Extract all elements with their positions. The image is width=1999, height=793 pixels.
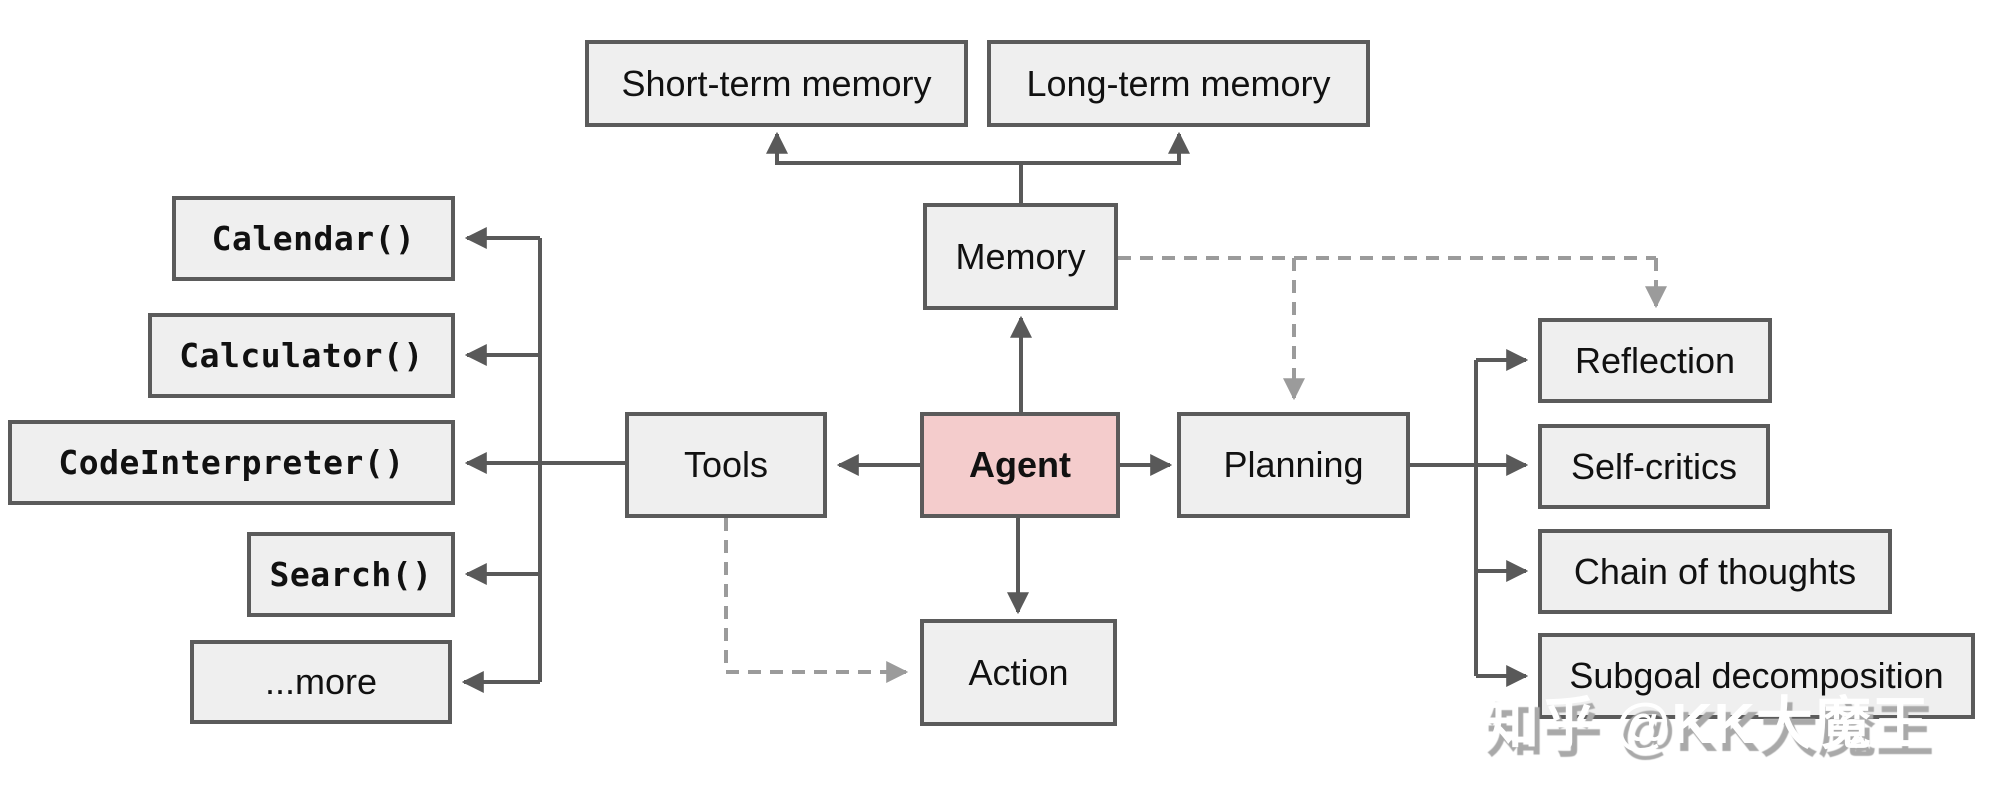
zhihu-watermark: 知乎 @KK大魔王	[1482, 692, 1930, 756]
node-planning: Planning	[1177, 412, 1410, 518]
node-tools-label: Tools	[683, 444, 769, 485]
node-calculator-label: Calculator()	[179, 336, 424, 375]
node-agent-label: Agent	[969, 444, 1071, 485]
node-code-interpreter-label: CodeInterpreter()	[58, 443, 405, 482]
node-code-interpreter: CodeInterpreter()	[8, 420, 455, 505]
node-chain-of-thoughts-label: Chain of thoughts	[1573, 550, 1857, 592]
node-short-term-memory: Short-term memory	[585, 40, 968, 127]
node-reflection: Reflection	[1538, 318, 1772, 403]
node-search-label: Search()	[269, 555, 433, 594]
node-agent: Agent	[920, 412, 1120, 518]
node-reflection-label: Reflection	[1574, 339, 1736, 381]
node-search: Search()	[247, 532, 455, 617]
node-tools: Tools	[625, 412, 827, 518]
node-action-label: Action	[968, 651, 1069, 693]
node-more: ...more	[190, 640, 452, 724]
node-chain-of-thoughts: Chain of thoughts	[1538, 529, 1892, 614]
node-calendar: Calendar()	[172, 196, 455, 281]
node-subgoal-decomposition-label: Subgoal decomposition	[1569, 655, 1944, 696]
node-self-critics-label: Self-critics	[1570, 445, 1737, 487]
connector-memory-to-shortterm-longterm	[766, 131, 1190, 165]
node-memory: Memory	[923, 203, 1118, 310]
node-calendar-label: Calendar()	[211, 219, 416, 258]
node-short-term-memory-label: Short-term memory	[621, 62, 932, 104]
node-action: Action	[920, 619, 1117, 726]
node-long-term-memory-label: Long-term memory	[1026, 62, 1331, 104]
node-more-label: ...more	[264, 661, 378, 702]
dashed-tools-to-action	[724, 518, 909, 683]
node-planning-label: Planning	[1223, 444, 1364, 485]
node-long-term-memory: Long-term memory	[987, 40, 1370, 127]
node-self-critics: Self-critics	[1538, 424, 1770, 509]
node-calculator: Calculator()	[148, 313, 455, 398]
node-memory-label: Memory	[955, 235, 1086, 277]
node-subgoal-decomposition: Subgoal decomposition	[1538, 633, 1975, 719]
